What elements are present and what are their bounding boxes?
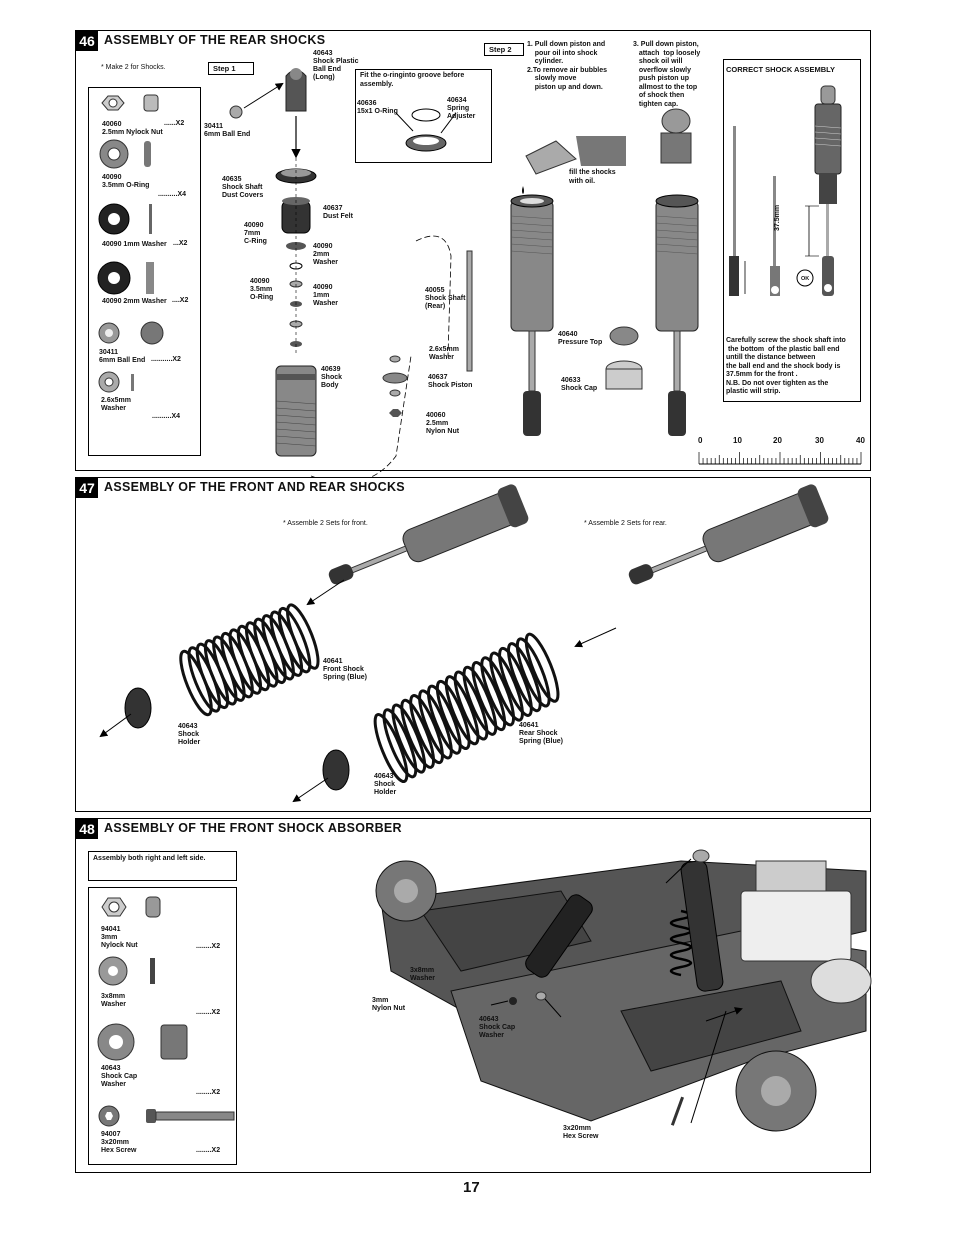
part-label: 30411 6mm Ball End xyxy=(99,349,146,364)
both-sides-note: Assembly both right and left side. xyxy=(93,855,206,862)
part-label: 40090 2mm Washer xyxy=(102,298,167,305)
ruler-label: 40 xyxy=(856,436,865,445)
chassis-front-shock-diagram xyxy=(375,849,872,1132)
section-title: ASSEMBLY OF THE REAR SHOCKS xyxy=(104,33,326,47)
label-40090-2mm: 40090 2mm Washer xyxy=(313,243,339,266)
part-label: 40090 1mm Washer xyxy=(102,241,167,248)
ruler-label: 0 xyxy=(698,436,703,445)
part-qty: ...X2 xyxy=(173,240,188,247)
label-40090-o-ring: 40090 3.5mm O-Ring xyxy=(250,278,274,301)
label-40637-felt: 40637 Dust Felt xyxy=(323,205,353,220)
part-qty: ..........X4 xyxy=(158,191,187,198)
shock-spring-assembly-diagram xyxy=(99,484,829,803)
ruler-scale xyxy=(698,452,862,465)
label-40637-piston: 40637 Shock Piston xyxy=(428,374,473,389)
label-rear-spring: 40641 Rear Shock Spring (Blue) xyxy=(519,722,563,745)
o-ring-groove-diagram xyxy=(395,108,457,152)
washer-3x8-icon xyxy=(98,956,155,986)
ball-end-icon xyxy=(98,321,164,345)
oil-filling-diagram xyxy=(510,108,699,436)
section-48: 48 ASSEMBLY OF THE FRONT SHOCK ABSORBER … xyxy=(75,818,872,1173)
step2-instructions-3: 3. Pull down piston, attach top loosely … xyxy=(633,41,701,108)
both-sides-box xyxy=(88,851,237,881)
small-washer-icon xyxy=(98,371,134,393)
fill-note: fill the shocks with oil. xyxy=(569,169,616,185)
section-46: 46 ASSEMBLY OF THE REAR SHOCKS * Make 2 … xyxy=(75,30,871,484)
label-40060: 40060 2.5mm Nylon Nut xyxy=(426,412,460,435)
label-40643: 40643 Shock Plastic Ball End (Long) xyxy=(313,50,359,81)
section-47: 47 ASSEMBLY OF THE FRONT AND REAR SHOCKS… xyxy=(75,477,871,812)
section-number: 47 xyxy=(76,478,98,498)
label-30411: 30411 6mm Ball End xyxy=(204,123,251,138)
label-washer-26: 2.6x5mm Washer xyxy=(429,346,459,361)
part-label: 40060 2.5mm Nylock Nut xyxy=(102,121,163,136)
label-40090-1mm: 40090 1mm Washer xyxy=(313,284,339,307)
part-qty: ........X2 xyxy=(196,1089,221,1096)
label-40636: 40636 15x1 O-Ring xyxy=(357,100,398,115)
o-ring-icon xyxy=(99,139,151,169)
label-hex-screw: 3x20mm Hex Screw xyxy=(563,1125,599,1140)
label-40634: 40634 Spring Adjuster xyxy=(447,97,476,120)
step-1-tag: Step 1 xyxy=(208,62,254,75)
label-40090-c-ring: 40090 7mm C-Ring xyxy=(244,222,267,245)
label-40639: 40639 Shock Body xyxy=(321,366,343,389)
rear-note: * Assemble 2 Sets for rear. xyxy=(584,520,667,527)
label-washer-3x8: 3x8mm Washer xyxy=(410,967,436,982)
page-number: 17 xyxy=(463,1179,480,1196)
dimension-label: 37.5mm xyxy=(774,204,781,231)
part-label: 94041 3mm Nylock Nut xyxy=(101,926,138,949)
part-qty: ......X2 xyxy=(164,120,185,127)
label-front-spring: 40641 Front Shock Spring (Blue) xyxy=(323,658,367,681)
washer-1mm-icon xyxy=(98,203,152,235)
o-ring-note: Fit the o-ringinto groove before assembl… xyxy=(360,72,465,88)
label-nylon-nut: 3mm Nylon Nut xyxy=(372,997,406,1012)
part-label: 3x8mm Washer xyxy=(101,993,127,1008)
part-qty: ....X2 xyxy=(172,297,189,304)
label-40635: 40635 Shock Shaft Dust Covers xyxy=(222,176,264,199)
shock-cap-washer-icon xyxy=(97,1023,188,1061)
shock-shaft-parts xyxy=(382,355,408,417)
rear-shock-exploded-diagram xyxy=(229,68,473,484)
step2-instructions-1: 1. Pull down piston and pour oil into sh… xyxy=(527,41,608,91)
part-label: 94007 3x20mm Hex Screw xyxy=(101,1131,137,1154)
ruler-label: 30 xyxy=(815,436,824,445)
section-number: 46 xyxy=(76,31,98,51)
correct-assembly-title: CORRECT SHOCK ASSEMBLY xyxy=(726,65,836,74)
part-qty: ..........X4 xyxy=(152,413,181,420)
section-number: 48 xyxy=(76,819,98,839)
section-title: ASSEMBLY OF THE FRONT AND REAR SHOCKS xyxy=(104,480,405,494)
section-title: ASSEMBLY OF THE FRONT SHOCK ABSORBER xyxy=(104,821,402,835)
ruler-label: 20 xyxy=(773,436,782,445)
part-label: 40643 Shock Cap Washer xyxy=(101,1065,138,1088)
label-holder-front: 40643 Shock Holder xyxy=(178,723,201,746)
label-holder-rear: 40643 Shock Holder xyxy=(374,773,397,796)
ruler-label: 10 xyxy=(733,436,742,445)
make-note: * Make 2 for Shocks. xyxy=(101,64,166,71)
label-shock-cap-washer: 40643 Shock Cap Washer xyxy=(479,1016,516,1039)
washer-2mm-icon xyxy=(97,261,154,295)
part-label: 40090 3.5mm O-Ring xyxy=(102,174,150,189)
nylock-nut-icon xyxy=(101,896,161,918)
ok-label: OK xyxy=(801,276,810,282)
label-40055: 40055 Shock Shaft (Rear) xyxy=(425,287,466,310)
part-qty: ........X2 xyxy=(196,943,221,950)
part-qty: ...........X2 xyxy=(151,356,181,363)
hex-screw-icon xyxy=(98,1105,235,1127)
correct-shock-diagram xyxy=(729,85,842,296)
correct-assembly-note: Carefully screw the shock shaft into the… xyxy=(726,337,846,395)
part-qty: ........X2 xyxy=(196,1147,221,1154)
step-2-tag: Step 2 xyxy=(484,43,524,56)
front-note: * Assemble 2 Sets for front. xyxy=(283,520,368,527)
part-label: 2.6x5mm Washer xyxy=(101,397,131,412)
nylock-nut-icon xyxy=(101,94,159,112)
label-40640: 40640 Pressure Top xyxy=(558,331,603,346)
label-40633: 40633 Shock Cap xyxy=(561,377,598,392)
part-qty: ........X2 xyxy=(196,1009,221,1016)
